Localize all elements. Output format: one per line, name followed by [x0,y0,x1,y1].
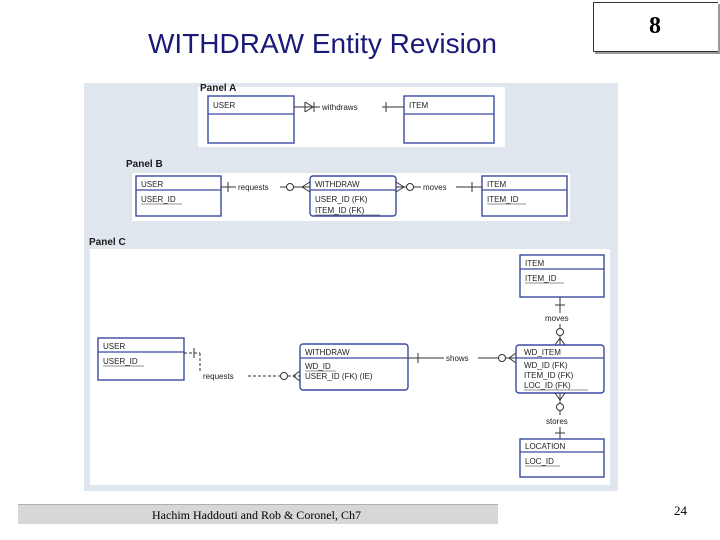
panel-c-label: Panel C [89,237,126,248]
panel-c-wd-item-attr-3: LOC_ID (FK) [524,381,571,390]
panel-c-requests-label: requests [203,372,234,381]
panel-c-withdraw-attr-1: WD_ID [305,362,331,371]
panel-a-withdraws-label: withdraws [321,103,358,112]
panel-b-requests-label: requests [238,183,269,192]
panel-c-location-name: LOCATION [525,442,566,451]
panel-c-item-name: ITEM [525,259,544,268]
chapter-badge: 8 [593,2,718,52]
panel-c-shows-label: shows [446,354,469,363]
erd-figure: Panel A USER ITEM withdraws Panel B USER… [84,83,618,491]
panel-c-location-attr-1: LOC_ID [525,457,554,466]
panel-c-wd-item-name: WD_ITEM [524,348,561,357]
footer-bar: Hachim Haddouti and Rob & Coronel, Ch7 [18,504,498,524]
panel-a-withdraws-relationship: withdraws [294,101,404,113]
panel-a-user-name: USER [213,101,235,110]
panel-b-user-entity: USER USER_ID [135,175,222,217]
panel-b-user-attr-1: USER_ID [141,195,176,204]
footer-credit: Hachim Haddouti and Rob & Coronel, Ch7 [152,508,361,522]
panel-c-wd-item-attr-2: ITEM_ID (FK) [524,371,574,380]
panel-b-withdraw-name: WITHDRAW [315,180,360,189]
panel-c-wd-item-attr-1: WD_ID (FK) [524,361,568,370]
panel-c-user-attr-1: USER_ID [103,357,138,366]
panel-c-wd-item-entity: WD_ITEM WD_ID (FK) ITEM_ID (FK) LOC_ID (… [515,344,605,394]
panel-a-item-name: ITEM [409,101,428,110]
panel-c-withdraw-entity: WITHDRAW WD_ID USER_ID (FK) (IE) [299,343,409,391]
panel-c-item-attr-1: ITEM_ID [525,274,557,283]
panel-c-user-entity: USER USER_ID [97,337,185,381]
panel-c-moves-label: moves [545,314,569,323]
panel-c-stores-relationship: stores [546,392,568,439]
panel-c-shows-relationship: shows [408,352,517,364]
erd-diagram: Panel A USER ITEM withdraws Panel B USER… [89,83,610,485]
panel-c-withdraw-name: WITHDRAW [305,348,350,357]
panel-b-label: Panel B [126,159,163,170]
panel-b-withdraw-entity: WITHDRAW USER_ID (FK) ITEM_ID (FK) [309,175,397,217]
panel-b-item-name: ITEM [487,180,506,189]
panel-b-item-entity: ITEM ITEM_ID [481,175,568,217]
panel-a-item-entity: ITEM [403,95,495,144]
panel-c-withdraw-attr-2: USER_ID (FK) (IE) [305,372,373,381]
panel-c-item-entity: ITEM ITEM_ID [519,254,605,298]
panel-c-location-entity: LOCATION LOC_ID [519,438,605,478]
panel-c-user-name: USER [103,342,125,351]
panel-c-requests-relationship: requests [184,348,301,382]
panel-b-item-attr-1: ITEM_ID [487,195,519,204]
panel-a-label: Panel A [200,83,236,94]
panel-b-withdraw-attr-2: ITEM_ID (FK) [315,206,365,215]
panel-b-withdraw-attr-1: USER_ID (FK) [315,195,368,204]
slide-title: WITHDRAW Entity Revision [148,28,498,59]
panel-b-moves-relationship: moves [395,181,482,193]
page-number: 24 [674,503,687,518]
panel-b-moves-label: moves [423,183,447,192]
panel-b-requests-relationship: requests [221,181,311,193]
panel-a-user-entity: USER [207,95,295,144]
chapter-number: 8 [649,13,661,39]
panel-c-moves-relationship: moves [545,297,569,346]
panel-c-stores-label: stores [546,417,568,426]
panel-b-user-name: USER [141,180,163,189]
